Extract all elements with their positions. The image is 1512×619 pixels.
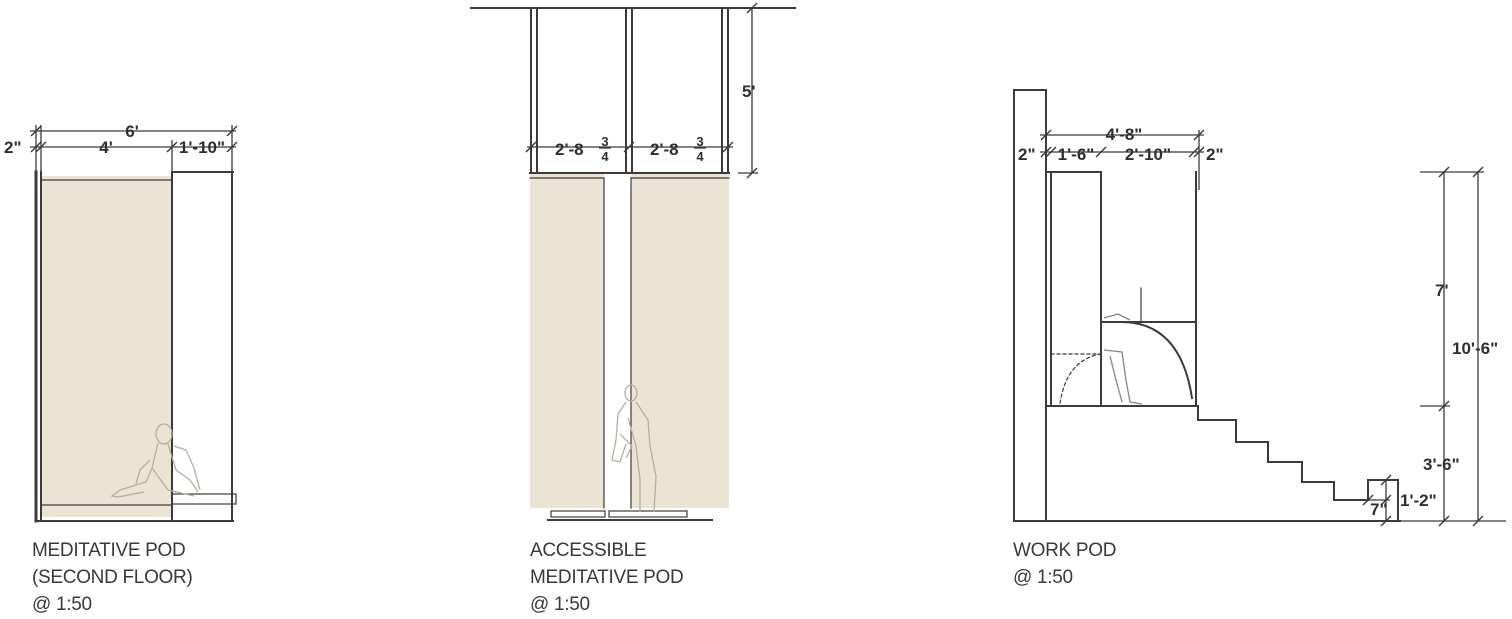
dim-work-desk: 2'-10" — [1125, 145, 1171, 164]
meditative-pod-drawing: 6' 2" 4' 1'-10" — [4, 122, 238, 523]
dim-left-bay: 2'-8 — [555, 140, 584, 159]
caption-line: @ 1:50 — [32, 594, 92, 615]
meditative-pod-panel — [41, 176, 172, 517]
dim-work-step-rise: 1'-2" — [1400, 491, 1437, 510]
caption-line: MEDITATIVE POD — [530, 567, 684, 588]
accessible-pod-caption: ACCESSIBLE MEDITATIVE POD @ 1:50 — [530, 537, 684, 618]
caption-line: (SECOND FLOOR) — [32, 567, 193, 588]
dim-right-width: 1'-10" — [179, 138, 225, 157]
meditative-pod-caption: MEDITATIVE POD (SECOND FLOOR) @ 1:50 — [32, 537, 193, 618]
dim-total-width: 6' — [125, 122, 139, 141]
dim-left-bay-frac-num: 3 — [601, 134, 608, 149]
caption-line: @ 1:50 — [1013, 567, 1073, 588]
caption-line: MEDITATIVE POD — [32, 540, 186, 561]
dim-right-bay-frac-num: 3 — [696, 134, 703, 149]
accessible-pod-drawing: 5' 2'-8 3 4 2'-8 3 4 — [470, 2, 796, 521]
work-pod-caption: WORK POD @ 1:50 — [1013, 537, 1116, 591]
dim-work-seat: 1'-6" — [1058, 145, 1095, 164]
dim-left-bay-frac-den: 4 — [601, 149, 609, 164]
dim-work-left-wall: 2" — [1018, 145, 1036, 164]
dim-left-wall: 2" — [4, 138, 22, 157]
caption-line: WORK POD — [1013, 540, 1117, 561]
stairs — [1197, 405, 1399, 522]
dim-work-step-run: 7" — [1370, 500, 1388, 519]
meditative-pod-dimensions: 6' 2" 4' 1'-10" — [4, 122, 238, 172]
work-pod-drawing: 4'-8" 2" 1'-6" 2'-10" 2" 7' 10'-6" 3'-6"… — [1013, 89, 1506, 527]
accessible-pod-dimensions: 5' 2'-8 3 4 2'-8 3 4 — [525, 2, 758, 179]
dim-main-width: 4' — [99, 138, 113, 157]
dim-work-pod-height: 7' — [1435, 281, 1449, 300]
work-pod-dimensions: 4'-8" 2" 1'-6" 2'-10" 2" 7' 10'-6" 3'-6"… — [1018, 125, 1506, 527]
seated-figure — [110, 423, 201, 498]
caption-line: ACCESSIBLE — [530, 540, 647, 561]
dim-work-base-height: 3'-6" — [1423, 455, 1460, 474]
dim-work-total-width: 4'-8" — [1106, 125, 1143, 144]
caption-line: @ 1:50 — [530, 594, 590, 615]
dim-right-bay: 2'-8 — [650, 140, 679, 159]
dim-work-right-wall: 2" — [1206, 145, 1224, 164]
dim-right-bay-frac-den: 4 — [696, 149, 704, 164]
seated-worker-figure — [1103, 313, 1143, 405]
accessible-pod-right-panel — [631, 173, 729, 508]
walking-figure — [611, 384, 657, 513]
dim-work-total-height: 10'-6" — [1452, 339, 1498, 358]
dim-hanging-height: 5' — [742, 82, 756, 101]
accessible-pod-left-panel — [530, 173, 604, 508]
